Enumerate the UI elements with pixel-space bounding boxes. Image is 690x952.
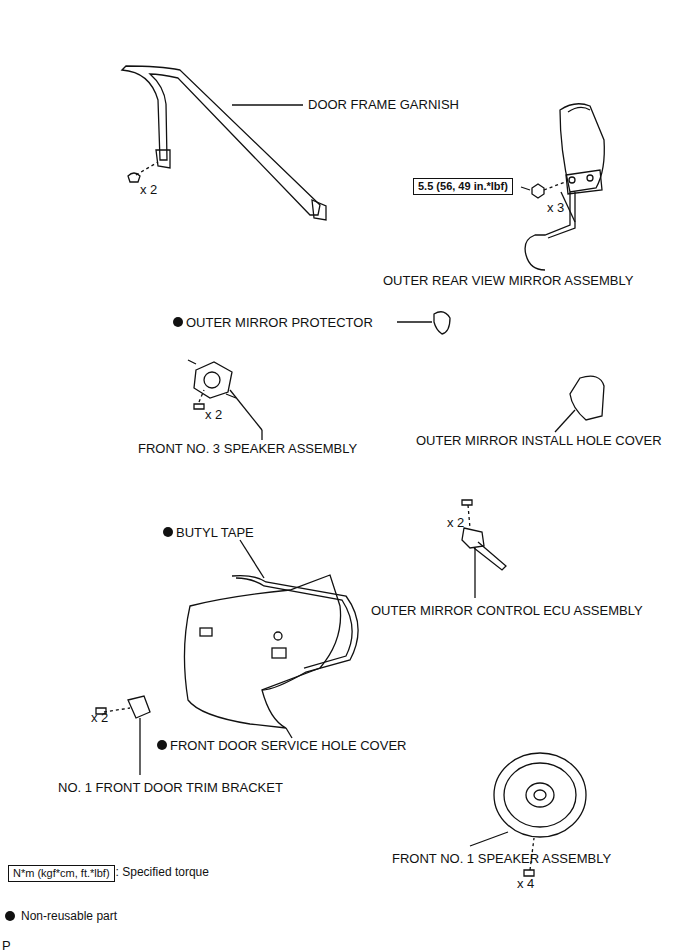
legend-text: Non-reusable part	[21, 909, 117, 924]
part-name: FRONT NO. 1 SPEAKER ASSEMBLY	[392, 851, 611, 866]
quantity: x 2	[91, 710, 108, 725]
torque-value: 5.5 (56, 49 in.*lbf)	[418, 180, 508, 192]
part-name: OUTER MIRROR CONTROL ECU ASSEMBLY	[371, 603, 643, 618]
quantity: x 3	[547, 200, 564, 215]
outer-mirror-control-ecu	[462, 500, 506, 598]
quantity: x 2	[205, 407, 222, 422]
quantity: x 2	[140, 182, 157, 197]
no1-front-door-trim-bracket	[96, 696, 150, 775]
part-name: FRONT DOOR SERVICE HOLE COVER	[170, 738, 406, 753]
outer-rear-view-mirror	[521, 104, 604, 270]
non-reusable-mark	[5, 317, 183, 921]
page-mark: P	[2, 938, 11, 952]
front-door-service-hole-cover	[184, 540, 358, 738]
outer-mirror-protector	[397, 312, 450, 334]
part-name: NO. 1 FRONT DOOR TRIM BRACKET	[58, 780, 283, 795]
quantity: x 4	[517, 876, 534, 891]
part-name: DOOR FRAME GARNISH	[308, 97, 459, 112]
part-name: OUTER MIRROR PROTECTOR	[186, 315, 373, 330]
torque-box: 5.5 (56, 49 in.*lbf)	[413, 178, 513, 195]
torque-value: N*m (kgf*cm, ft.*lbf)	[13, 867, 110, 879]
torque-box: N*m (kgf*cm, ft.*lbf)	[8, 865, 115, 882]
legend-text: : Specified torque	[116, 865, 209, 880]
part-name: OUTER MIRROR INSTALL HOLE COVER	[416, 433, 662, 448]
part-name: FRONT NO. 3 SPEAKER ASSEMBLY	[138, 441, 357, 456]
door-frame-garnish	[122, 66, 326, 220]
outer-mirror-install-hole-cover	[555, 376, 604, 432]
part-name: BUTYL TAPE	[176, 525, 254, 540]
quantity: x 2	[447, 515, 464, 530]
clip	[128, 162, 158, 182]
part-name: OUTER REAR VIEW MIRROR ASSEMBLY	[383, 273, 633, 288]
front-no3-speaker	[188, 360, 262, 440]
